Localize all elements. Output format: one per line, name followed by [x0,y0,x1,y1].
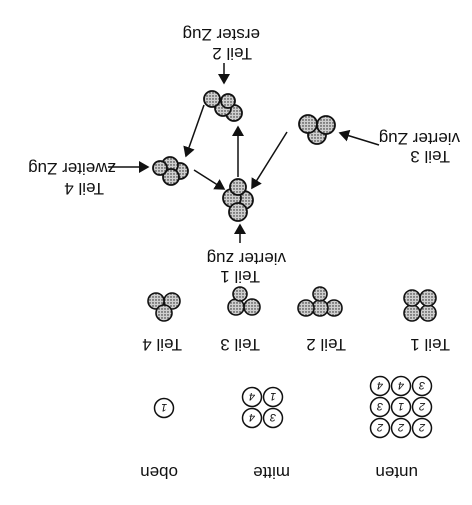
grid-unten-cell [390,417,412,439]
grid-unten: 2 2 2 2 1 3 3 4 4 [369,375,433,439]
piece-teil1 [403,289,437,322]
cluster-right [152,156,189,186]
arrow-left-to-center [251,131,288,190]
arrow-right-to-center [193,169,226,190]
label-teil4: Teil 4 [142,335,182,354]
arrow-bottom-to-right [183,104,205,158]
label-right-teil: Teil 4 [64,179,104,198]
grid-mitte-cell [262,386,284,408]
label-unten: unten [375,463,418,482]
grid-oben: 1 [153,397,175,419]
grid-unten-cell-number: 3 [376,400,383,412]
grid-unten-cell-number: 2 [419,400,426,412]
label-teil3: Teil 3 [220,335,260,354]
grid-unten-cell [369,375,391,397]
grid-unten-cell-number: 2 [419,421,426,433]
piece-teil2 [297,286,343,317]
label-left-teil: Teil 3 [410,147,450,166]
label-oben: oben [140,463,178,482]
grid-mitte-cell-number: 1 [270,390,276,402]
grid-unten-cell [411,396,433,418]
piece-teil3 [227,286,261,316]
grid-unten-cell [411,375,433,397]
grid-unten-cell [411,417,433,439]
grid-unten-cell-number: 4 [377,379,383,391]
label-bottom-teil: Teil 2 [212,44,252,63]
grid-mitte-cell [262,407,284,429]
grid-unten-cell-number: 2 [398,421,405,433]
grid-mitte-cell-number: 4 [249,390,255,402]
grid-mitte-cell [241,386,263,408]
grid-unten-cell-number: 1 [398,400,404,412]
arrow-vierter-zug-left [338,129,380,146]
label-center-zug: vierter zug [206,249,286,268]
grid-unten-cell-number: 3 [418,379,425,391]
label-teil2: Teil 2 [306,335,346,354]
grid-unten-cell-number: 2 [377,421,384,433]
grid-mitte-cell-number: 4 [249,411,255,423]
label-mitte: mitte [253,463,290,482]
arrows [108,63,380,243]
grid-unten-cell [369,417,391,439]
cluster-center [222,178,254,222]
grid-mitte-cell-number: 3 [269,411,276,423]
label-bottom-zug: erster Zug [182,25,260,44]
grid-unten-cell [390,396,412,418]
cluster-bottom [203,90,243,122]
grid-unten-cell [390,375,412,397]
label-teil1: Teil 1 [410,335,450,354]
grid-mitte-cell [241,407,263,429]
grid-mitte: 3 4 1 4 [241,386,284,429]
label-left-zug: vierter Zug [378,129,460,148]
grid-oben-cell-number: 1 [161,401,167,413]
piece-teil4 [147,292,181,322]
grid-unten-cell-number: 4 [398,379,404,391]
grid-oben-cell [153,397,175,419]
cluster-left [298,114,336,145]
label-center-teil: Teil 1 [220,267,260,286]
grid-unten-cell [369,396,391,418]
label-right-zug: zweiter Zug [28,159,116,178]
